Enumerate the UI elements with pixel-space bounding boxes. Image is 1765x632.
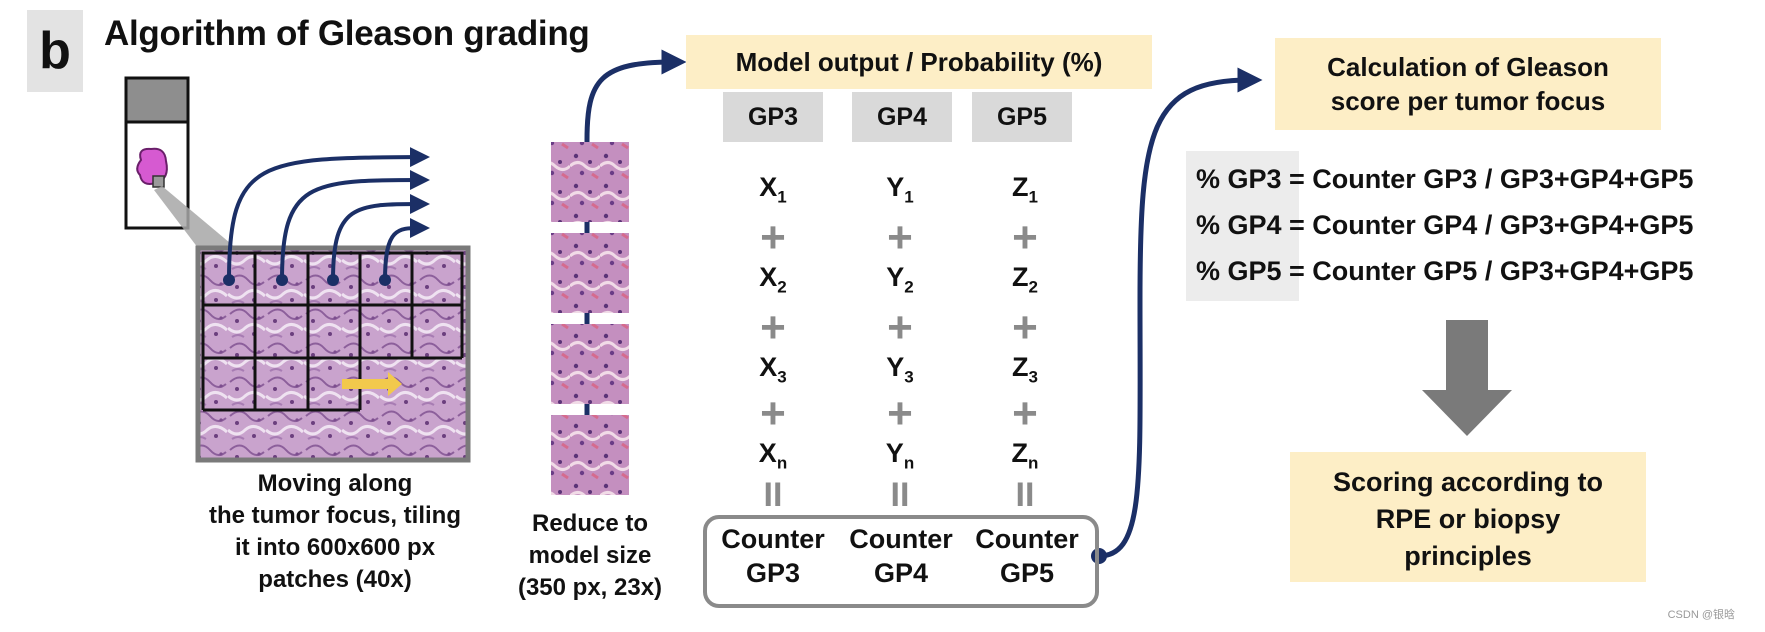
plus-sign: + <box>760 213 786 262</box>
probability-value: X2 <box>743 262 803 297</box>
down-arrow <box>1422 320 1512 436</box>
panel-letter: b <box>27 10 83 92</box>
reduced-patch-stack <box>551 140 629 495</box>
counter-gp3: Counter GP3 <box>708 522 838 590</box>
variable-letter: Y <box>886 352 905 382</box>
variable-letter: Z <box>1012 352 1029 382</box>
tiling-caption-line: patches (40x) <box>258 566 412 593</box>
plus-sign: + <box>887 303 913 352</box>
watermark: CSDN @银晗 <box>1667 609 1735 621</box>
equals-sign: II <box>890 476 910 514</box>
plus-sign: + <box>1012 303 1038 352</box>
variable-letter: Z <box>1012 172 1029 202</box>
variable-subscript: n <box>1028 453 1039 473</box>
variable-subscript: 3 <box>1028 367 1038 387</box>
zoom-wedge <box>154 186 236 248</box>
calculation-title-line: score per tumor focus <box>1330 86 1606 116</box>
scoring-line: RPE or biopsy <box>1375 504 1561 534</box>
calculation-arrow <box>1098 67 1263 559</box>
counter-gp5-line: GP5 <box>999 558 1055 588</box>
formula-label-background <box>1186 151 1299 301</box>
tiling-caption-line: it into 600x600 px <box>234 534 436 561</box>
variable-subscript: n <box>776 453 788 473</box>
variable-subscript: n <box>903 453 915 473</box>
plus-sign: + <box>760 389 786 438</box>
variable-letter: X <box>759 262 778 292</box>
probability-value: Zn <box>995 438 1055 473</box>
formula-gp4: % GP4 = Counter GP4 / GP3+GP4+GP5 <box>1196 210 1694 240</box>
variable-subscript: 2 <box>1028 277 1038 297</box>
gp4-header: GP4 <box>852 92 952 142</box>
probability-value: Xn <box>743 438 803 473</box>
probability-value: Z2 <box>995 262 1055 297</box>
variable-subscript: 3 <box>904 367 914 387</box>
counter-gp4-line: GP4 <box>873 558 929 588</box>
probability-value: Z1 <box>995 172 1055 207</box>
plus-sign: + <box>1012 389 1038 438</box>
counter-gp4-line: Counter <box>849 524 953 554</box>
scoring-box: Scoring according to RPE or biopsy princ… <box>1290 452 1646 582</box>
reduce-caption-line: model size <box>528 542 652 569</box>
model-arrow <box>584 49 687 141</box>
counter-box <box>703 515 1099 608</box>
probability-value: Z3 <box>995 352 1055 387</box>
variable-letter: X <box>759 352 778 382</box>
variable-subscript: 1 <box>1028 187 1038 207</box>
probability-value: Y1 <box>870 172 930 207</box>
reduce-caption-line: (350 px, 23x) <box>517 574 663 601</box>
model-output-title: Model output / Probability (%) <box>686 35 1152 89</box>
probability-value: X1 <box>743 172 803 207</box>
variable-letter: Z <box>1011 438 1029 468</box>
reduce-caption: Reduce to model size (350 px, 23x) <box>495 508 685 604</box>
probability-value: Y3 <box>870 352 930 387</box>
variable-subscript: 3 <box>777 367 787 387</box>
counter-gp5-line: Counter <box>975 524 1079 554</box>
patch-arrows <box>227 147 430 281</box>
formula-gp5: % GP5 = Counter GP5 / GP3+GP4+GP5 <box>1196 256 1694 286</box>
tiling-caption-line: the tumor focus, tiling <box>209 502 461 529</box>
counter-gp4: Counter GP4 <box>836 522 966 590</box>
equals-sign: II <box>1015 476 1035 514</box>
tiling-caption-line: Moving along <box>257 470 413 497</box>
variable-letter: Y <box>886 262 905 292</box>
plus-sign: + <box>887 389 913 438</box>
counter-gp3-line: GP3 <box>745 558 801 588</box>
reduce-caption-line: Reduce to <box>531 510 648 537</box>
variable-subscript: 1 <box>777 187 787 207</box>
formula-gp3: % GP3 = Counter GP3 / GP3+GP4+GP5 <box>1196 164 1694 194</box>
scoring-line: principles <box>1404 541 1532 571</box>
scoring-line: Scoring according to <box>1332 467 1604 497</box>
variable-letter: X <box>759 172 778 202</box>
plus-sign: + <box>1012 213 1038 262</box>
probability-value: Yn <box>870 438 930 473</box>
probability-value: Y2 <box>870 262 930 297</box>
equals-sign: II <box>763 476 783 514</box>
figure-title: Algorithm of Gleason grading <box>104 14 590 53</box>
plus-sign: + <box>760 303 786 352</box>
gp5-header: GP5 <box>972 92 1072 142</box>
counter-gp3-line: Counter <box>721 524 825 554</box>
variable-subscript: 1 <box>904 187 914 207</box>
plus-sign: + <box>887 213 913 262</box>
probability-value: X3 <box>743 352 803 387</box>
counter-gp5: Counter GP5 <box>962 522 1092 590</box>
variable-letter: Z <box>1012 262 1029 292</box>
calculation-title-line: Calculation of Gleason <box>1327 52 1609 82</box>
variable-subscript: 2 <box>904 277 914 297</box>
variable-letter: Y <box>885 438 904 468</box>
variable-subscript: 2 <box>777 277 787 297</box>
calculation-title: Calculation of Gleason score per tumor f… <box>1275 38 1661 130</box>
gp3-header: GP3 <box>723 92 823 142</box>
variable-letter: X <box>758 438 777 468</box>
variable-letter: Y <box>886 172 905 202</box>
tiling-caption: Moving along the tumor focus, tiling it … <box>170 468 500 596</box>
